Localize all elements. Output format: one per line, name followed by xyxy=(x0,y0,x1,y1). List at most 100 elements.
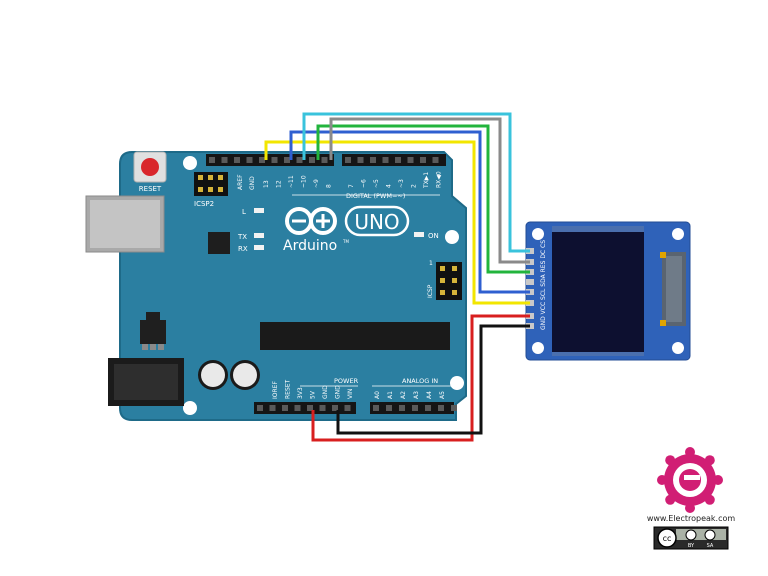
tx-label: TX xyxy=(237,233,247,241)
arduino-logo: UNO Arduino TM xyxy=(283,205,410,254)
header-pin xyxy=(407,157,414,163)
wire-yellow-13-scl xyxy=(264,140,530,305)
reset-label: RESET xyxy=(139,185,162,193)
led-l-label: L xyxy=(242,208,246,216)
website-label: www.Electropeak.com xyxy=(647,514,736,523)
analog-pin-label: A5 xyxy=(439,391,446,399)
header-pin xyxy=(234,157,240,163)
header-pin xyxy=(259,157,265,163)
by-person-icon xyxy=(685,529,697,541)
uno-label: UNO xyxy=(354,210,399,234)
digital-pin-label: ~11 xyxy=(288,175,295,188)
header-pin xyxy=(309,157,315,163)
header-pin xyxy=(357,157,364,163)
capacitor xyxy=(198,360,228,390)
digital-pin-label: ~5 xyxy=(373,179,380,188)
digital-pin-label: ~9 xyxy=(313,179,320,188)
uno-badge xyxy=(344,205,410,237)
power-label: POWER xyxy=(334,377,359,385)
rx-label: RX xyxy=(238,245,248,253)
wire-blue-11-sda xyxy=(289,130,530,294)
mount-hole xyxy=(445,230,459,244)
gnd-top-label: GND xyxy=(249,176,256,190)
power-header xyxy=(254,402,356,414)
oled-module: GND VCC SCL SDA RES DC CS xyxy=(525,221,691,361)
header-pin xyxy=(399,405,405,411)
power-pin-label: IOREF xyxy=(272,381,279,399)
cc-label: cc xyxy=(663,534,672,543)
analog-pin-label: A4 xyxy=(426,391,433,399)
power-pin-label: VIN xyxy=(347,389,354,399)
oled-pin xyxy=(526,279,534,285)
wires xyxy=(264,112,530,442)
led-on xyxy=(414,232,424,237)
analog-pin-label: A2 xyxy=(400,391,407,399)
voltage-regulator xyxy=(140,312,166,350)
cc-icon xyxy=(657,528,677,548)
oled-mount-hole xyxy=(532,228,544,240)
wire-red-5v-vcc xyxy=(311,314,530,442)
digital-pin-label: 13 xyxy=(263,180,270,188)
header-pin xyxy=(271,157,278,163)
header-pin xyxy=(269,405,276,411)
board-pcb xyxy=(119,151,467,421)
digital-label: DIGITAL (PWM=~) xyxy=(346,192,405,200)
header-pin xyxy=(432,157,439,163)
analog-label: ANALOG IN xyxy=(402,377,438,385)
infinity-right-icon xyxy=(309,207,337,235)
icsp-label: ICSP xyxy=(427,284,434,298)
header-pin xyxy=(257,405,263,411)
icsp2-label: ICSP2 xyxy=(194,200,214,208)
header-pin xyxy=(370,157,376,163)
wire-black-gnd-gnd xyxy=(336,324,530,435)
header-pin xyxy=(438,405,444,411)
led-tx xyxy=(254,233,264,238)
led-rx xyxy=(254,245,264,250)
sa-label: SA xyxy=(707,543,714,549)
header-pin xyxy=(319,405,326,411)
by-label: BY xyxy=(688,543,695,549)
atmega-chip xyxy=(260,322,450,350)
reset-button-cap[interactable] xyxy=(141,158,159,176)
header-pin xyxy=(382,157,389,163)
oled-mount-hole xyxy=(672,342,684,354)
header-pin xyxy=(420,157,426,163)
header-pin xyxy=(284,157,290,163)
header-pin xyxy=(209,157,215,163)
header-pin xyxy=(451,405,457,411)
mount-hole xyxy=(183,401,197,415)
capacitor xyxy=(230,360,260,390)
mount-hole xyxy=(183,156,197,170)
digital-pin-label: TX▶1 xyxy=(423,172,430,189)
header-pin xyxy=(294,405,301,411)
cc-license-badge: cc BY SA xyxy=(653,526,729,550)
electropeak-logo: www.Electropeak.com cc BY SA xyxy=(647,447,736,550)
oled-mount-hole xyxy=(672,228,684,240)
oled-mount-hole xyxy=(532,342,544,354)
header-pin xyxy=(425,405,431,411)
header-pin xyxy=(221,157,228,163)
header-pin xyxy=(282,405,288,411)
header-pin xyxy=(296,157,303,163)
digital-pin-label: ~3 xyxy=(398,179,405,188)
power-pin-label: 3V3 xyxy=(297,387,304,399)
digital-pin-label: 2 xyxy=(411,184,418,188)
header-pin xyxy=(344,405,351,411)
oled-screen xyxy=(552,232,644,352)
digital-pin-label: 12 xyxy=(276,180,283,188)
oled-pin-labels: GND VCC SCL SDA RES DC CS xyxy=(540,240,547,330)
icsp2-header xyxy=(194,172,228,196)
power-pin-label: GND xyxy=(322,385,329,399)
sa-share-icon xyxy=(704,529,716,541)
header-pin xyxy=(246,157,253,163)
digital-pin-label: RX◀0 xyxy=(436,171,443,188)
on-label: ON xyxy=(428,232,439,240)
digital-pin-label: 4 xyxy=(386,184,393,188)
analog-pin-label: A1 xyxy=(387,391,394,399)
header-pin xyxy=(386,405,392,411)
header-pin xyxy=(345,157,351,163)
digital-pin-label: 8 xyxy=(326,184,333,188)
